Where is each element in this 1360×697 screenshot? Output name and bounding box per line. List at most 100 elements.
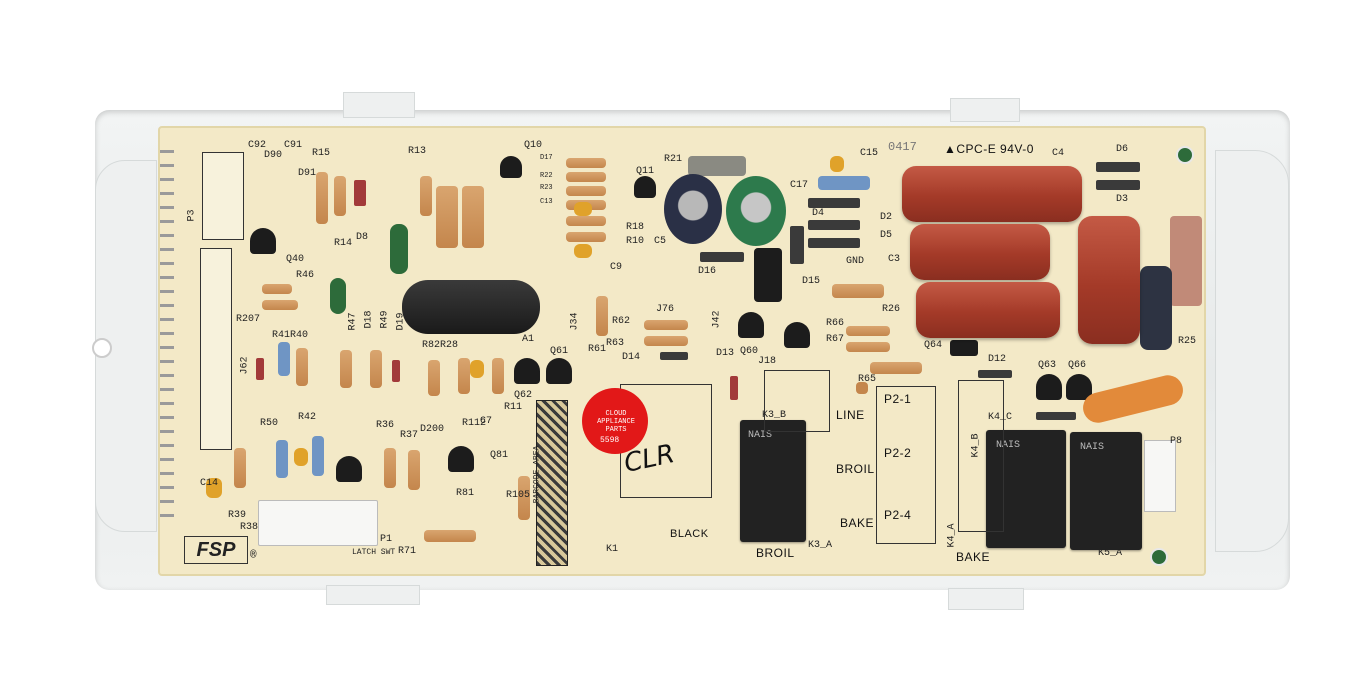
p3-header bbox=[202, 152, 244, 240]
diode bbox=[1036, 412, 1076, 420]
k4-outline bbox=[958, 380, 1004, 532]
resistor bbox=[424, 530, 476, 542]
resistor bbox=[462, 186, 484, 248]
refdes: D19 bbox=[395, 312, 407, 331]
refdes: R67 bbox=[826, 334, 845, 345]
refdes: R82 bbox=[422, 340, 441, 351]
edge-connector-left bbox=[160, 150, 180, 540]
resistor bbox=[436, 186, 458, 248]
refdes: R112 bbox=[462, 418, 487, 429]
refdes: C3 bbox=[888, 254, 901, 265]
refdes: D16 bbox=[698, 266, 717, 277]
electrolytic-capacitor bbox=[1140, 266, 1172, 350]
refdes: D12 bbox=[988, 354, 1007, 365]
p8-label: P8 bbox=[1170, 436, 1183, 447]
k4c-label: K4_C bbox=[988, 412, 1013, 423]
resistor bbox=[420, 176, 432, 216]
electrolytic-capacitor bbox=[726, 176, 786, 246]
refdes: R42 bbox=[298, 412, 317, 423]
refdes: R18 bbox=[626, 222, 645, 233]
refdes: R40 bbox=[290, 330, 309, 341]
refdes: C15 bbox=[860, 148, 879, 159]
resistor bbox=[832, 284, 884, 298]
resistor bbox=[518, 476, 530, 520]
refdes: R28 bbox=[440, 340, 459, 351]
resistor-blue bbox=[312, 436, 324, 476]
refdes: C5 bbox=[654, 236, 667, 247]
resistor bbox=[458, 358, 470, 394]
refdes: C13 bbox=[540, 198, 553, 206]
refdes: R207 bbox=[236, 314, 261, 325]
p1-label: P1 bbox=[380, 534, 393, 545]
relay-broil-text: NAIS bbox=[748, 430, 773, 441]
diode bbox=[808, 198, 860, 208]
resistor bbox=[870, 362, 922, 374]
refdes: R39 bbox=[228, 510, 247, 521]
refdes: R62 bbox=[612, 316, 631, 327]
resistor bbox=[316, 172, 328, 224]
resistor bbox=[262, 284, 292, 294]
resistor bbox=[596, 296, 608, 336]
resistor bbox=[644, 336, 688, 346]
rating-label: ▲CPC-E 94V-0 bbox=[944, 142, 1034, 156]
refdes: R13 bbox=[408, 146, 427, 157]
broil-bottom-label: BROIL bbox=[756, 546, 795, 560]
refdes: D5 bbox=[880, 230, 893, 241]
refdes: R23 bbox=[540, 184, 553, 192]
ceramic-capacitor bbox=[470, 360, 484, 378]
resistor bbox=[846, 326, 890, 336]
black-label: BLACK bbox=[670, 528, 709, 540]
resistor bbox=[262, 300, 298, 310]
p2-1-label: P2-1 bbox=[884, 392, 912, 406]
refdes: R10 bbox=[626, 236, 645, 247]
j76-label: J76 bbox=[656, 304, 675, 315]
resistor bbox=[566, 216, 606, 226]
j34-label: J34 bbox=[569, 312, 581, 331]
refdes: D14 bbox=[622, 352, 641, 363]
resistor bbox=[384, 448, 396, 488]
refdes: D3 bbox=[1116, 194, 1129, 205]
refdes: Q10 bbox=[524, 140, 543, 151]
refdes: R36 bbox=[376, 420, 395, 431]
p8-connector bbox=[1144, 440, 1176, 512]
resistor-blue bbox=[818, 176, 870, 190]
refdes: C14 bbox=[200, 478, 219, 489]
relay-bake-1-text: NAIS bbox=[996, 440, 1021, 451]
p2-outline bbox=[876, 386, 936, 544]
carrier-tab-bottom-right bbox=[948, 588, 1024, 610]
p2-4-label: P2-4 bbox=[884, 508, 912, 522]
refdes: Q64 bbox=[924, 340, 943, 351]
refdes: D15 bbox=[802, 276, 821, 287]
refdes: R14 bbox=[334, 238, 353, 249]
transistor bbox=[950, 340, 978, 356]
refdes: Q11 bbox=[636, 166, 655, 177]
j42-label: J42 bbox=[711, 310, 723, 329]
refdes: D13 bbox=[716, 348, 735, 359]
electrolytic-capacitor bbox=[664, 174, 722, 244]
film-capacitor bbox=[902, 166, 1082, 222]
a1-label: A1 bbox=[522, 334, 535, 345]
resistor bbox=[566, 232, 606, 242]
resistor-blue bbox=[276, 440, 288, 478]
j62-header bbox=[200, 248, 232, 450]
resistor bbox=[856, 382, 868, 394]
j62-label: J62 bbox=[239, 356, 251, 375]
refdes: Q40 bbox=[286, 254, 305, 265]
film-capacitor bbox=[1078, 216, 1140, 344]
diode bbox=[978, 370, 1012, 378]
p3-label: P3 bbox=[186, 209, 198, 222]
refdes: C9 bbox=[610, 262, 623, 273]
relay-bake-1 bbox=[986, 430, 1066, 548]
refdes: R81 bbox=[456, 488, 475, 499]
resistor-blue bbox=[278, 342, 290, 376]
relay-broil bbox=[740, 420, 806, 542]
refdes: R21 bbox=[664, 154, 683, 165]
transistor bbox=[784, 322, 810, 348]
refdes: R25 bbox=[1178, 336, 1197, 347]
refdes: R22 bbox=[540, 172, 553, 180]
resistor bbox=[492, 358, 504, 394]
carrier-tab-bottom-left bbox=[326, 585, 420, 605]
resistor bbox=[846, 342, 890, 352]
refdes: R63 bbox=[606, 338, 625, 349]
k5a-label: K5_A bbox=[1098, 548, 1123, 559]
